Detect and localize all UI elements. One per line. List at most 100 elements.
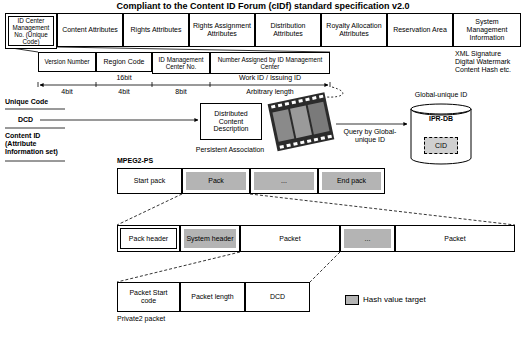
box-label: Packet [444, 235, 465, 243]
id-center-cell: ID Center Management No. (Unique Code) [5, 13, 57, 49]
dimension-tick [210, 82, 211, 87]
box-label: Packet length [191, 293, 233, 301]
pack-box: End pack [318, 168, 385, 194]
box-label: Pack header [129, 235, 168, 243]
text-holder: ... [251, 169, 317, 193]
text-holder: Content Attributes [58, 14, 122, 46]
box-label: System header [186, 235, 233, 243]
packet-field: Packet [240, 225, 340, 252]
pack-box: ... [250, 168, 318, 194]
packet-field: System header [180, 225, 240, 252]
text-holder: Packet Start code [118, 283, 179, 311]
box-label: ID Management Center No. [156, 56, 206, 70]
legend-text: Hash value target [363, 296, 483, 305]
box-label: System Management Information [457, 18, 517, 41]
attribute-cell: Rights Attributes [123, 13, 189, 47]
divider-line [5, 161, 65, 162]
side-label: DCD [18, 116, 38, 124]
dashed-curve [326, 87, 343, 97]
box-label: Rights Attributes [131, 26, 182, 34]
text-holder: System Management Information [454, 14, 520, 46]
text-holder: Distribution Attributes [256, 14, 320, 46]
text-holder: IPR-DB [410, 103, 472, 125]
box-label: Region Code [104, 58, 145, 66]
id-label: Global-unique ID [400, 91, 482, 99]
film-strip [268, 92, 335, 151]
text-holder: Region Code [97, 53, 151, 71]
code-field: ID Management Center No. [152, 52, 210, 74]
bit-length: 4bit [38, 88, 96, 96]
bit-length: 16bit [38, 74, 210, 82]
database-cylinder: IPR-DB CID [410, 103, 472, 165]
text-holder: Rights Assignment Attributes [190, 14, 254, 46]
attribute-cell: Royalty Allocation Attributes [321, 13, 387, 47]
dimension-tick [330, 82, 331, 87]
dimension-tick [152, 82, 153, 87]
cylinder-outline [410, 103, 472, 165]
arrow-label: Query by Global-unique ID [336, 128, 404, 144]
text-holder: Pack header [118, 226, 179, 251]
text-holder: ID Center Management No. (Unique Code) [6, 14, 56, 48]
private-field: Packet length [180, 282, 245, 312]
text-holder: ... [341, 226, 394, 251]
arrow-line [40, 120, 198, 121]
legend-swatch [345, 295, 359, 305]
pack-box: Start pack [117, 168, 182, 194]
box-label: CID [435, 142, 447, 150]
box-label: IPR-DB [429, 115, 453, 123]
box-label: Packet Start code [121, 289, 176, 305]
packet-field: Pack header [117, 225, 180, 252]
text-holder: Packet [241, 226, 339, 251]
association-label: Persistent Association [185, 146, 275, 154]
attribute-cell: Distribution Attributes [255, 13, 321, 47]
text-holder: DCD [246, 283, 309, 311]
text-holder: Version Number [39, 53, 95, 71]
code-field: Region Code [96, 52, 152, 72]
text-holder: Royalty Allocation Attributes [322, 14, 386, 46]
box-label: End pack [337, 177, 366, 185]
code-field: Version Number [38, 52, 96, 72]
box-label: ID Center Management No. (Unique Code) [9, 17, 53, 45]
text-holder: Pack [183, 169, 249, 193]
private-field: DCD [245, 282, 310, 312]
text-holder: ID Management Center No. [153, 53, 209, 73]
expand-line [117, 194, 182, 225]
box-label: Distribution Attributes [259, 22, 317, 38]
dimension-line [40, 85, 328, 86]
expand-line [250, 194, 515, 225]
side-label: Content ID (Attribute Information set) [5, 132, 67, 155]
box-label: Pack [208, 177, 224, 185]
reserved-cell: Reservation Area [387, 13, 453, 47]
query-arrow [336, 124, 407, 125]
bit-length: 8bit [152, 88, 210, 96]
attribute-cell: Rights Assignment Attributes [189, 13, 255, 47]
dimension-tick [38, 82, 39, 87]
box-label: Reservation Area [393, 26, 447, 34]
box-label: Rights Assignment Attributes [193, 22, 251, 38]
box-label: Version Number [44, 58, 89, 65]
system-cell: System Management Information [453, 13, 521, 47]
section-label: Private2 packet [117, 315, 207, 323]
text-holder: Reservation Area [388, 14, 452, 46]
box-label: DCD [270, 293, 285, 301]
dimension-tick [96, 82, 97, 87]
box-label: Packet [279, 235, 300, 243]
diagram-title: Compliant to the Content ID Forum (cIDf)… [0, 1, 526, 12]
box-label: ... [365, 235, 371, 243]
expand-line [310, 252, 340, 282]
box-label: Number Assigned by ID Management Center [214, 56, 326, 70]
text-holder: Start pack [118, 169, 181, 193]
divider-line [5, 109, 65, 110]
expand-line [117, 252, 240, 282]
field-name: Work ID / Issuing ID [210, 74, 330, 82]
text-holder: End pack [319, 169, 384, 193]
text-holder: Packet length [181, 283, 244, 311]
dcd-box: Distributed Content Description [200, 103, 262, 140]
box-label: ... [281, 177, 287, 185]
private-field: Packet Start code [117, 282, 180, 312]
cid-box: CID [424, 137, 458, 154]
text-holder: CID [425, 138, 457, 153]
packet-field: Packet [395, 225, 515, 252]
pack-box: Pack [182, 168, 250, 194]
